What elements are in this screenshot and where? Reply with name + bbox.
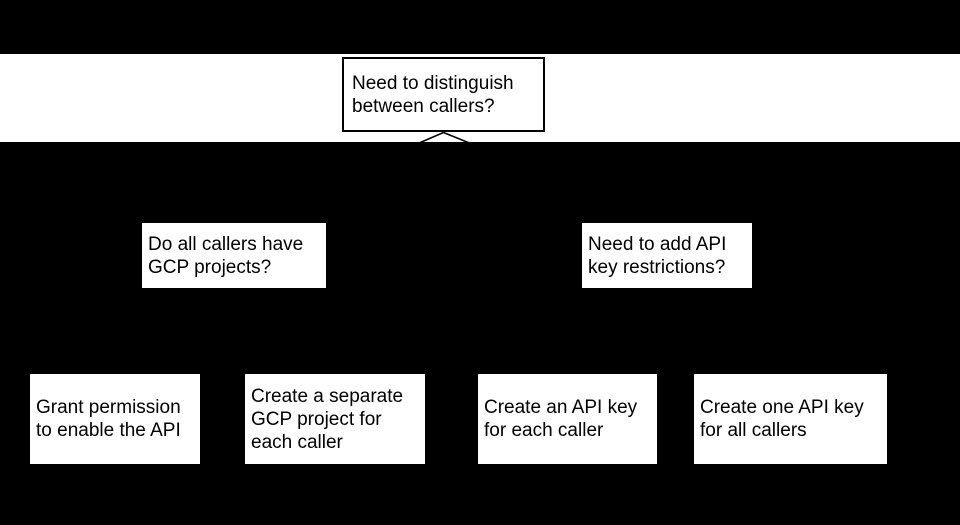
edge-root-right-question	[443, 131, 668, 224]
edge-right-question-leaf3	[567, 288, 668, 374]
node-label: Need to distinguish between callers?	[352, 72, 514, 117]
edge-right-question-leaf4	[666, 288, 791, 374]
flowchart-node-gcp-projects-question: Do all callers have GCP projects?	[140, 221, 328, 290]
node-label: Create one API key for all callers	[700, 397, 864, 441]
flowchart-node-api-key-all-callers: Create one API key for all callers	[692, 372, 889, 466]
flowchart-node-grant-permission: Grant permission to enable the API	[28, 372, 202, 466]
flowchart-node-key-restrictions-question: Need to add API key restrictions?	[580, 221, 754, 290]
edge-root-left-question	[233, 131, 444, 224]
node-label: Do all callers have GCP projects?	[148, 233, 304, 278]
flowchart-node-root-question: Need to distinguish between callers?	[342, 57, 545, 132]
edge-left-question-leaf1	[114, 288, 235, 374]
edge-left-question-leaf2	[233, 288, 336, 374]
node-label: Create an API key for each caller	[484, 397, 638, 441]
node-label: Grant permission to enable the API	[36, 397, 181, 441]
flowchart-node-api-key-each-caller: Create an API key for each caller	[476, 372, 659, 466]
node-label: Need to add API key restrictions?	[588, 233, 727, 278]
flowchart-node-separate-gcp-project: Create a separate GCP project for each c…	[243, 372, 427, 466]
node-label: Create a separate GCP project for each c…	[251, 385, 404, 453]
